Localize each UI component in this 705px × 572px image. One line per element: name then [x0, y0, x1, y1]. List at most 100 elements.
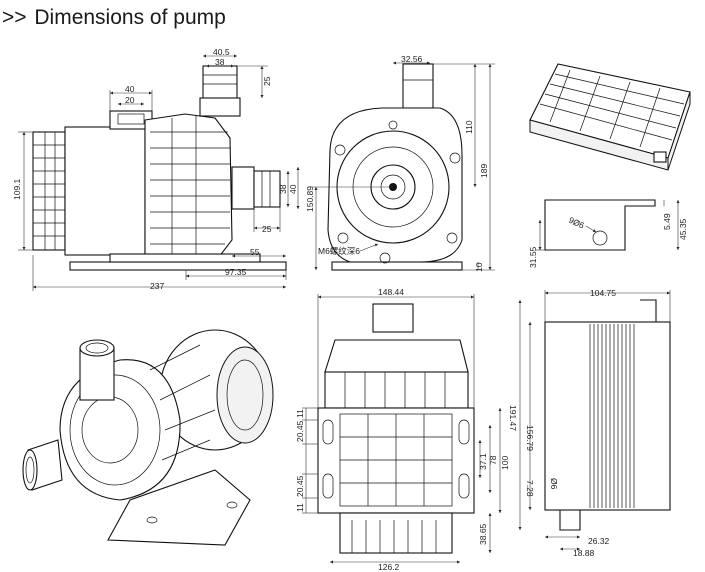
- dim-text: 38.65: [478, 523, 488, 545]
- dim-text: 25: [262, 76, 272, 86]
- dim-center-height: 150.89: [305, 186, 393, 270]
- iso-ribs: [149, 344, 216, 461]
- mount-hole: [592, 230, 608, 246]
- dim-text: 97.35: [225, 267, 247, 277]
- dim-inlet-inner: 38: [206, 57, 234, 68]
- dim-text: 11: [295, 409, 305, 418]
- controller-top-body: [544, 321, 671, 511]
- controller-bracket-bottom: [559, 510, 581, 531]
- slot: [322, 473, 334, 499]
- bottom-inlet: [372, 303, 414, 333]
- dim-text: 5.49: [662, 213, 672, 230]
- dim-outlet-38: 38: [278, 171, 290, 207]
- bottom-volute: [324, 339, 469, 373]
- controller-fins: [589, 324, 635, 508]
- bolt-hole: [337, 232, 349, 244]
- outlet-collar: [231, 166, 255, 210]
- dim-text: 25: [262, 224, 272, 234]
- hole-dia: Ø6: [549, 478, 559, 490]
- dim-inlet-height: 25: [237, 65, 272, 98]
- slot: [458, 473, 470, 499]
- dim-height-189: 189: [462, 64, 495, 271]
- dim-text: 38: [278, 184, 288, 194]
- thread-label: M6螺纹深6: [318, 246, 360, 256]
- dim-bracket-40: 40: [109, 84, 153, 111]
- dim-width-bottom: 126.2: [330, 560, 460, 572]
- dim-text: 20.45: [295, 475, 305, 497]
- controller-cable-top: [640, 299, 657, 323]
- controller-side: 9Ø6 5.49 45.35 31.55: [528, 199, 688, 268]
- controller-side-body: [544, 199, 656, 251]
- mounting-base: [69, 261, 287, 271]
- dim-text: 45.35: [678, 218, 688, 240]
- motor-body: [64, 126, 146, 256]
- dim-text: 20.45: [295, 420, 305, 442]
- dim-text: 26.32: [588, 536, 610, 546]
- slot: [322, 419, 334, 445]
- dim-overall-length: 237: [32, 255, 286, 291]
- dim-controller-length: 104.75: [544, 288, 671, 322]
- controller-top: 104.75 156.79 191.47 7.28 Ø6 26.32 18.88: [508, 288, 671, 558]
- heatsink-mesh: [539, 69, 685, 148]
- motor-end-cap: [32, 131, 66, 251]
- dim-inlet-offset: 32.56: [393, 54, 430, 65]
- dim-base-to-outlet: 97.35: [185, 267, 287, 280]
- dim-text: 31.55: [528, 246, 538, 268]
- dim-text: 10: [474, 262, 484, 272]
- dim-text: 100: [500, 456, 510, 470]
- dim-text: 191.47: [508, 405, 518, 431]
- dim-text: 109.1: [12, 178, 22, 200]
- dim-bracket-20: 20: [118, 95, 144, 106]
- bolt-hole: [449, 152, 461, 164]
- controller-cable-gland: [653, 151, 667, 163]
- dim-45-35: 45.35: [676, 200, 688, 250]
- dim-text: 20: [125, 95, 135, 105]
- dim-controller-height: 156.79 191.47 7.28: [508, 300, 535, 530]
- dim-text: 156.79: [525, 425, 535, 451]
- dim-inlet-outer: 40.5: [203, 47, 237, 58]
- front-inlet-pipe: [402, 63, 434, 109]
- title-text: Dimensions of pump: [34, 6, 226, 29]
- dim-text: 104.75: [590, 288, 616, 298]
- iso-base: [107, 469, 251, 546]
- page-title: >> Dimensions of pump: [2, 6, 226, 30]
- dim-text: 148.44: [378, 287, 404, 297]
- bottom-motor-cap: [339, 512, 453, 554]
- dim-18-88: 18.88: [560, 547, 595, 558]
- bottom-ribbed-section: [324, 371, 469, 409]
- bolt-hole: [446, 232, 458, 244]
- dim-text: 150.89: [305, 186, 315, 212]
- iso-inlet-pipe: [79, 347, 115, 401]
- title-prefix: >>: [2, 6, 27, 29]
- front-base: [331, 261, 463, 271]
- dim-text: 37.1: [478, 453, 488, 470]
- dim-height-110: 110: [433, 63, 495, 187]
- bottom-plate-grid: [339, 413, 453, 507]
- controller-iso: [529, 63, 691, 171]
- dim-text: 55: [250, 247, 260, 257]
- dim-outlet-55: 55: [232, 247, 286, 258]
- dim-text: 18.88: [573, 548, 595, 558]
- bottom-view: 148.44 126.2 11 20.45 20.45 11 37.1 78 1…: [295, 287, 510, 572]
- dim-outlet-40: 40: [288, 167, 300, 209]
- dim-31-55: 31.55: [528, 220, 545, 268]
- bolt-hole: [334, 144, 346, 156]
- pump-head: [144, 113, 233, 267]
- bolt-hole: [388, 120, 398, 130]
- outlet-pipe: [253, 170, 281, 208]
- slot: [458, 419, 470, 445]
- dim-26-32: 26.32: [545, 535, 610, 546]
- pump-iso: [22, 329, 274, 546]
- dim-text: 40: [125, 84, 135, 94]
- pump-ribs: [150, 115, 230, 265]
- dim-text: 237: [150, 281, 164, 291]
- dim-text: 126.2: [378, 562, 400, 572]
- side-view: 40.5 38 25 40 20 109.1 38: [12, 47, 300, 291]
- dim-width-top: 148.44: [317, 287, 475, 408]
- dim-outlet-25: 25: [253, 207, 281, 234]
- front-view: 32.56 110 189 150.89 10 M6螺纹深6: [305, 54, 495, 272]
- dim-left-column: 11 20.45 20.45 11: [295, 407, 318, 514]
- dim-text: 11: [295, 503, 305, 512]
- dim-text: 110: [464, 120, 474, 134]
